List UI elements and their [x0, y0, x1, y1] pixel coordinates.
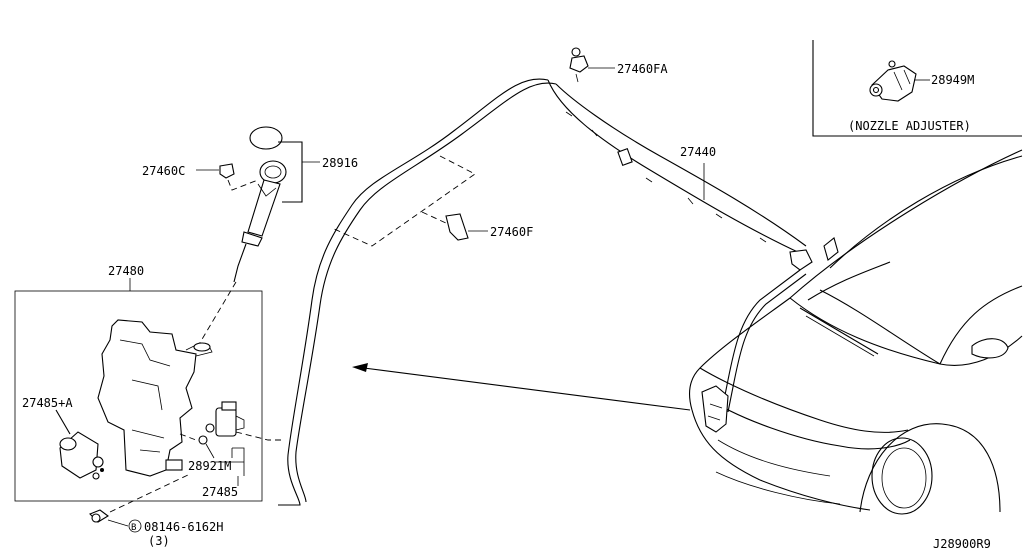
label-nozzle-adjuster: (NOZZLE ADJUSTER)	[848, 119, 971, 133]
label-28949m: 28949M	[931, 73, 974, 87]
clip-27460c: 27460C	[142, 163, 259, 191]
label-27460fa: 27460FA	[617, 62, 668, 76]
seal-28921m	[198, 435, 215, 459]
clip-27460fa: 27460FA	[569, 47, 668, 83]
washer-hose	[278, 78, 549, 506]
label-27460c: 27460C	[142, 164, 185, 178]
bolt-circle-letter: B	[131, 523, 136, 533]
nozzle-adjuster-part	[869, 60, 917, 102]
label-27460f: 27460F	[490, 225, 533, 239]
pump-27485a: 27485+A	[22, 396, 104, 480]
bolt-08146: B 08146-6162H (3)	[89, 473, 223, 548]
label-27485a: 27485+A	[22, 396, 73, 410]
label-28916: 28916	[322, 156, 358, 170]
label-08146-6162h: 08146-6162H	[144, 520, 223, 534]
label-27485: 27485	[202, 485, 238, 499]
location-arrow	[352, 363, 691, 411]
pump-27485	[205, 401, 245, 437]
label-27480: 27480	[108, 264, 144, 278]
washer-tank	[97, 319, 197, 477]
label-27440: 27440	[680, 145, 716, 159]
diagram-code: J28900R9	[933, 537, 991, 551]
label-28921m: 28921M	[188, 459, 231, 473]
filler-neck-28916: 28916	[233, 126, 358, 283]
label-bolt-qty: (3)	[148, 534, 170, 548]
reservoir-group-27480: 27480 27485+A	[14, 264, 282, 502]
hose-assembly-27440: 27440	[547, 79, 813, 271]
vehicle-front-view	[689, 149, 1023, 515]
nozzle-adjuster-inset: 28949M (NOZZLE ADJUSTER)	[812, 40, 1022, 137]
clip-27460f: 27460F	[445, 213, 533, 241]
